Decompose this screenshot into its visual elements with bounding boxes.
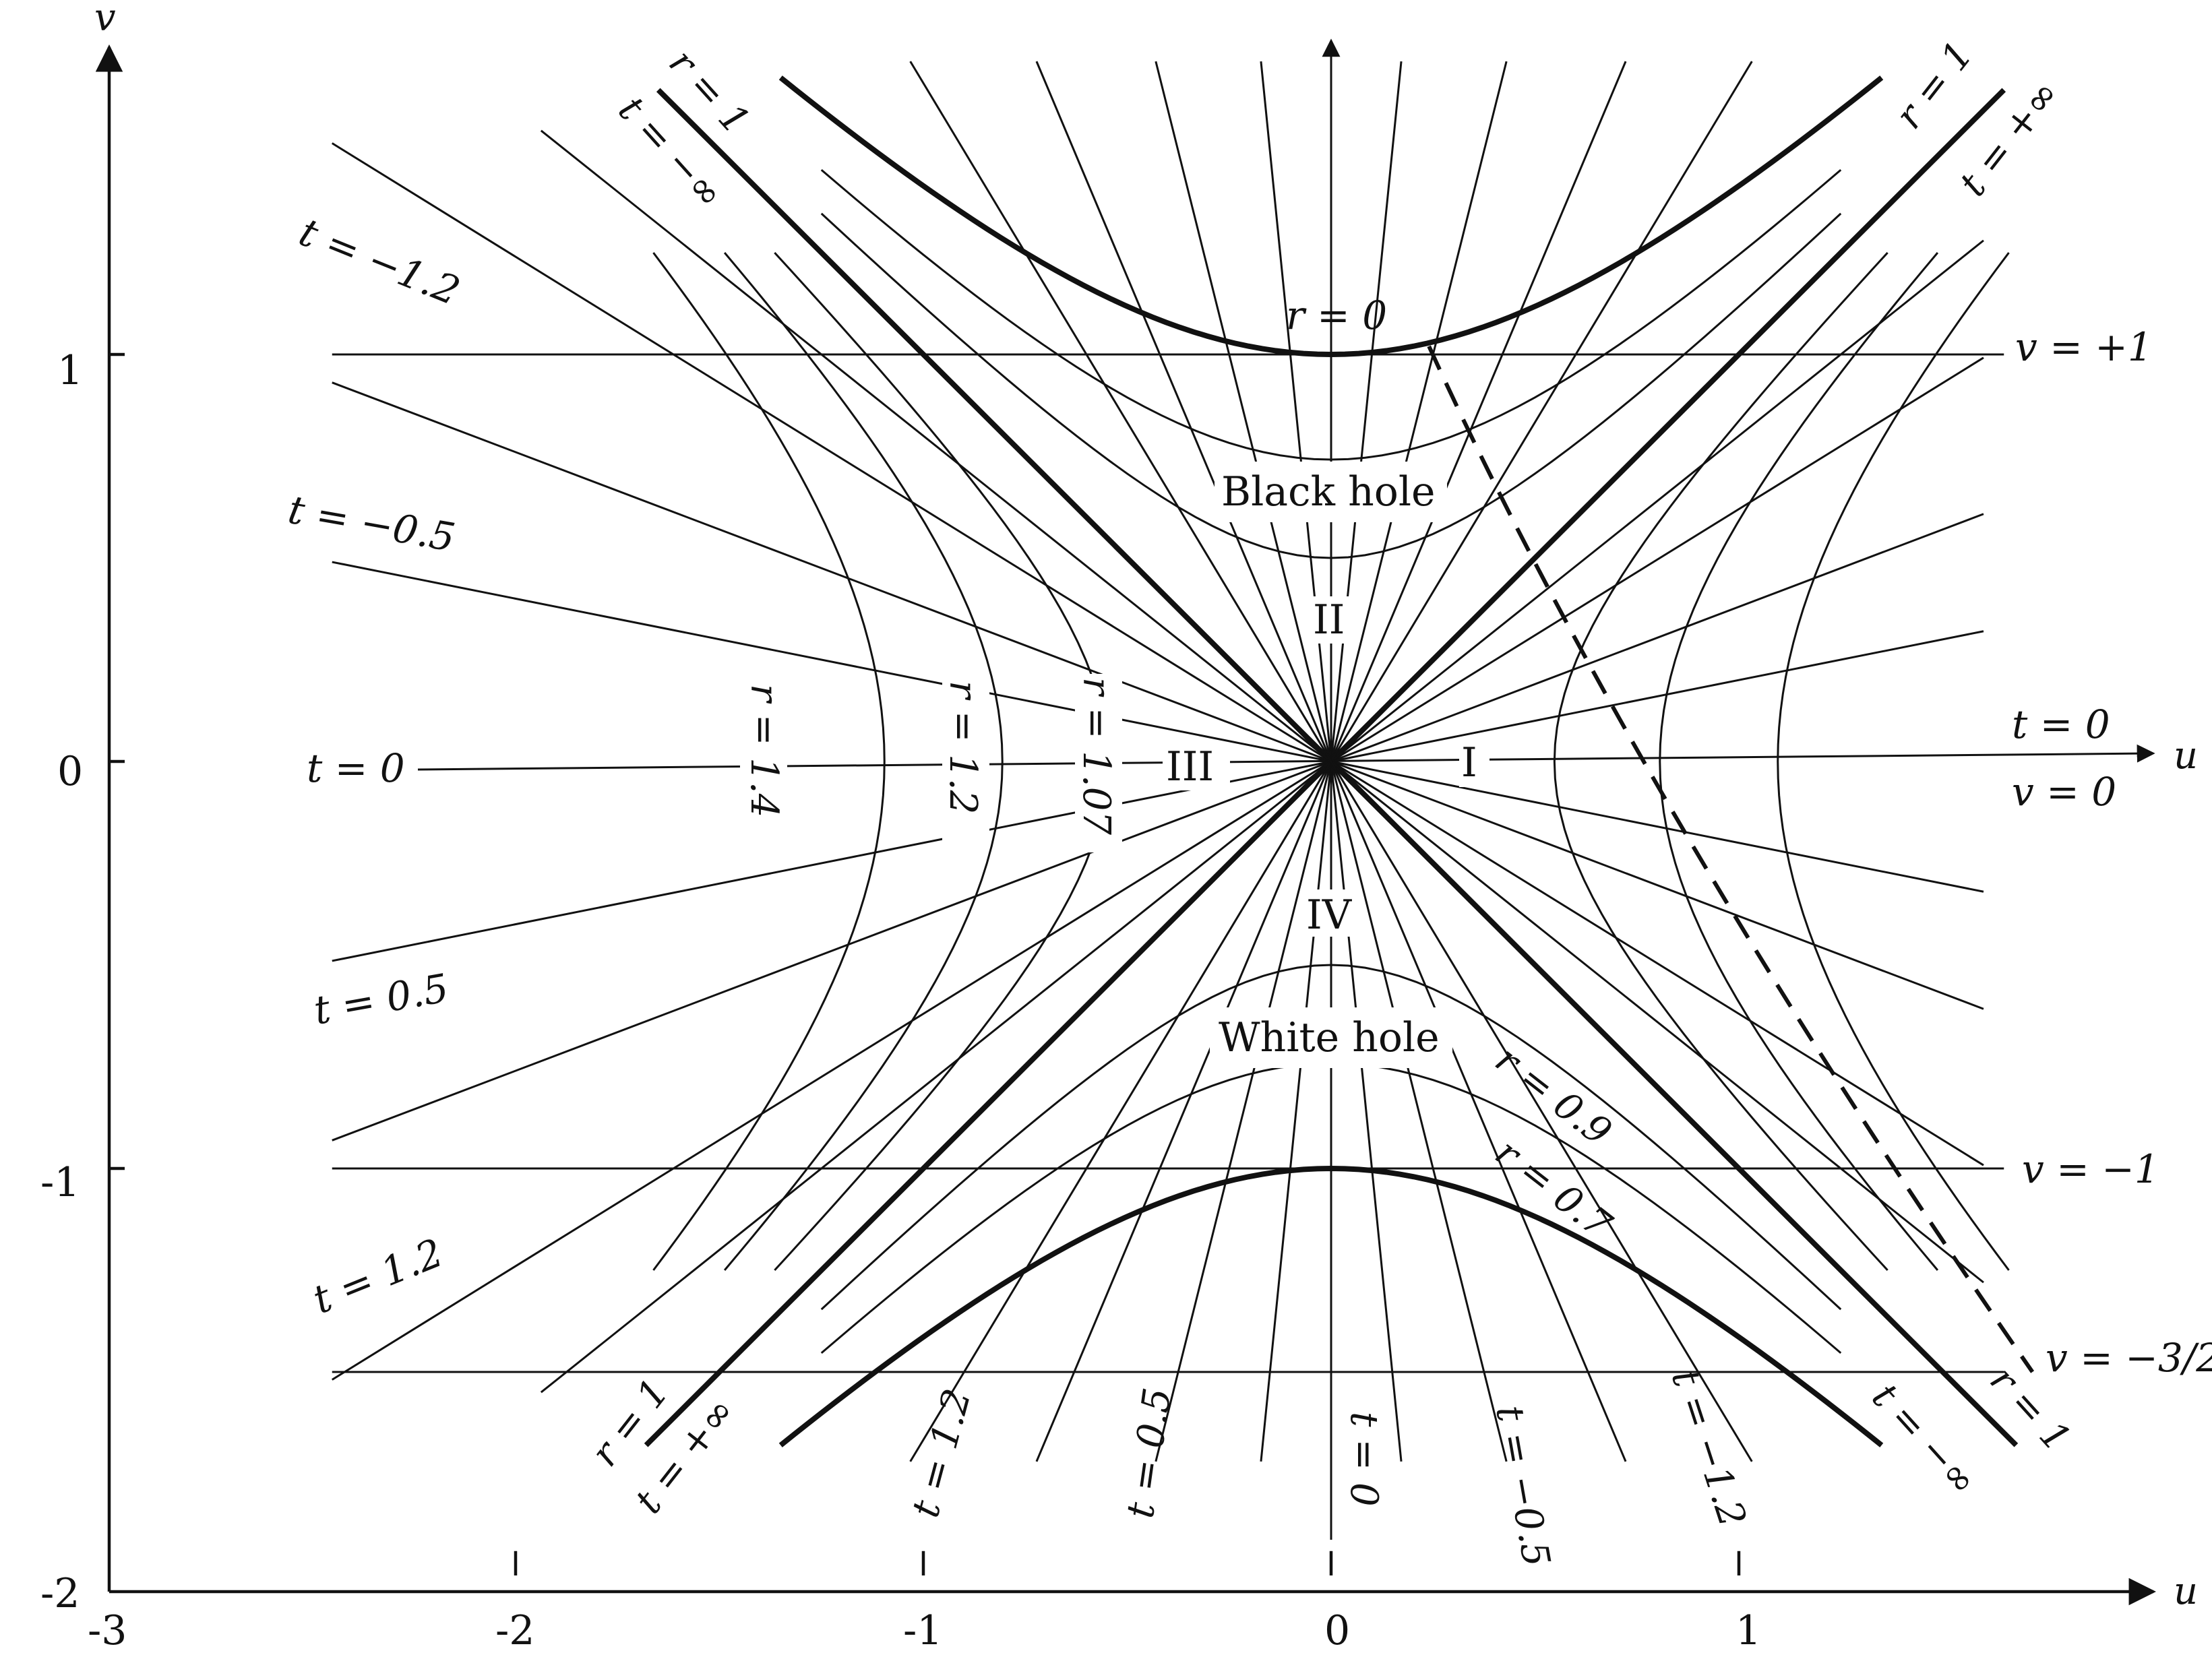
- u-axis-label-top: u: [2174, 734, 2198, 778]
- constant-r-curve: [820, 168, 1842, 461]
- white-hole-label: White hole: [1219, 1014, 1440, 1061]
- u-axis-label-bottom: u: [2174, 1569, 2198, 1613]
- constant-r-curve: [1777, 252, 2010, 1271]
- v-tick-label: 0: [57, 748, 83, 795]
- horizon-r-label: r = 1: [1887, 33, 1981, 137]
- v-line-label: v = 0: [2012, 769, 2116, 815]
- t-line-label: t = −0.5: [285, 487, 459, 561]
- diagram-curves: [331, 61, 2035, 1462]
- center-u-axis: [417, 744, 2155, 771]
- singularity-curve: [778, 1165, 1884, 1447]
- v-line-label: v = −3/2: [2046, 1335, 2212, 1381]
- r-curve-label: r = 1.4: [742, 684, 786, 817]
- t-line-label: t = −1.2: [1663, 1364, 1754, 1532]
- t-line-label: t = 0: [1342, 1412, 1386, 1507]
- constant-t-line: [540, 239, 1984, 1394]
- constant-r-curve: [652, 252, 886, 1271]
- u-tick-label: -2: [495, 1607, 534, 1654]
- t-line-label: t = 0: [307, 745, 405, 791]
- t-line-label: t = −1.2: [293, 209, 466, 315]
- t-line-label: t = 0.5: [311, 965, 452, 1034]
- constant-r-curve: [820, 212, 1842, 559]
- u-tick-label: -1: [903, 1607, 942, 1654]
- black-hole-label: Black hole: [1221, 468, 1436, 515]
- constant-t-line: [331, 356, 1984, 1381]
- constant-r-curve: [1659, 252, 1939, 1271]
- t-line-label: t = 0.5: [1118, 1385, 1179, 1521]
- axis-ticks: [109, 352, 1741, 1575]
- r-curve-label: r = 0.7: [1487, 1131, 1620, 1248]
- u-tick-label: -3: [88, 1607, 127, 1654]
- region-II-label: II: [1313, 596, 1345, 644]
- region-III-label: III: [1166, 743, 1214, 790]
- r-curve-label: r = 1.2: [941, 681, 985, 814]
- constant-t-line: [332, 513, 1984, 1142]
- v-line-label: v = +1: [2015, 324, 2153, 370]
- singularity-label: r = 0: [1286, 292, 1387, 338]
- constant-t-line: [332, 561, 1984, 893]
- t-line-label: t = 1.2: [307, 1230, 450, 1323]
- v-tick-label: -1: [40, 1159, 80, 1206]
- constant-t-line: [332, 630, 1984, 962]
- infall-trajectory: [1427, 345, 2035, 1373]
- constant-r-curve: [723, 252, 1004, 1271]
- region-labels: Black hole White hole II IV III I: [1163, 462, 1489, 1068]
- constant-t-line: [332, 381, 1984, 1010]
- t-line-label: t = −0.5: [1487, 1402, 1558, 1570]
- horizon-t-label: t = +∞: [1951, 72, 2068, 205]
- axes: [95, 38, 2157, 1606]
- singularity-curve: [778, 75, 1884, 358]
- constant-r-curve: [820, 964, 1842, 1311]
- constant-t-line: [331, 142, 1984, 1166]
- constant-t-line: [540, 129, 1984, 1284]
- v-line-label: v = −1: [2022, 1146, 2159, 1192]
- t-line-label: t = 0: [2012, 701, 2110, 747]
- region-I-label: I: [1461, 739, 1477, 786]
- v-tick-label: -2: [40, 1570, 80, 1617]
- u-tick-label: 1: [1735, 1607, 1761, 1654]
- r-curve-label: r = 1.07: [1074, 677, 1118, 835]
- v-tick-label: 1: [57, 347, 83, 394]
- region-IV-label: IV: [1306, 892, 1353, 939]
- v-axis-label: v: [94, 0, 116, 40]
- u-tick-label: 0: [1324, 1607, 1350, 1654]
- constant-r-curve: [1553, 251, 1888, 1272]
- constant-t-line: [909, 61, 1753, 1462]
